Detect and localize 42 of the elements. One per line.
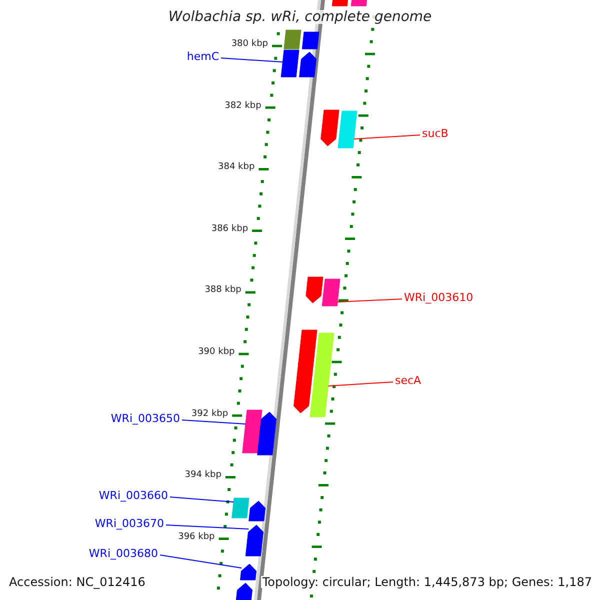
leader-line [328, 382, 394, 386]
tick-label: 396 kbp [178, 532, 215, 542]
gene-block [232, 498, 250, 518]
genome-info-text: Topology: circular; Length: 1,445,873 bp; Genes: 1,187 [261, 576, 592, 588]
tick-label: 394 kbp [184, 471, 222, 480]
gene-label: sucB [422, 128, 448, 139]
leader-line [166, 524, 250, 530]
leader-line [170, 496, 234, 502]
gene-block [338, 110, 358, 148]
gene-label: WRi_003610 [404, 292, 474, 303]
tick-label: 380 kbp [231, 40, 268, 49]
gene-block [332, 0, 348, 6]
gene-block [248, 500, 266, 522]
leader-line [220, 58, 284, 62]
gene-block [242, 410, 262, 454]
gene-label: WRi_003660 [98, 490, 168, 501]
tick-label: 384 kbp [218, 163, 255, 172]
tick-label: 382 kbp [224, 102, 262, 111]
leader-line [337, 298, 402, 302]
tick-label: 388 kbp [204, 286, 242, 296]
gene-block [302, 32, 320, 50]
gene-label: WRi_003670 [94, 518, 164, 529]
gene-block [294, 330, 318, 414]
tick-label: 386 kbp [211, 224, 248, 234]
gene-block [306, 276, 324, 304]
gene-label: hemC [186, 51, 219, 62]
gene-label: secA [395, 375, 422, 386]
gene-block [284, 30, 302, 50]
accession-text: Accession: NC_012416 [9, 576, 146, 588]
leader-line [182, 420, 246, 424]
gene-label: WRi_003680 [88, 548, 158, 559]
tick-label: 392 kbp [191, 410, 228, 419]
leader-line [353, 134, 420, 140]
gene-block [299, 52, 316, 78]
gene-label: WRi_003650 [110, 413, 180, 424]
tick-label: 390 kbp [198, 348, 235, 357]
gene-block [310, 332, 334, 418]
gene-block [350, 0, 368, 6]
leader-line [160, 554, 242, 568]
gene-block [245, 524, 264, 556]
gene-block [257, 412, 276, 456]
gene-block [280, 50, 300, 78]
